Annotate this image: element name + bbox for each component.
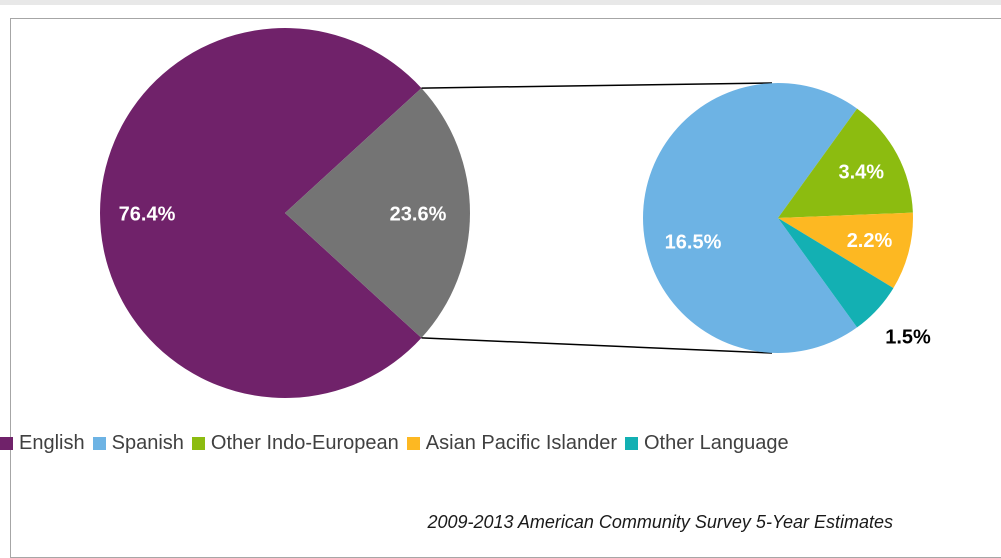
legend-swatch <box>625 436 638 450</box>
pie-slice-other-indo-european <box>778 108 913 218</box>
top-strip <box>0 0 1001 5</box>
legend-label: Asian Pacific Islander <box>425 431 617 454</box>
data-label-asian-pacific-islander: 2.2% <box>847 230 893 252</box>
legend-label: English <box>19 431 85 454</box>
legend-swatch <box>92 436 106 450</box>
data-label-english: 76.4% <box>119 203 176 225</box>
data-label-other: 23.6% <box>390 203 447 225</box>
pie-slice-english <box>100 28 422 399</box>
pie-slice-other-language <box>778 218 894 328</box>
data-label-spanish: 16.5% <box>665 231 722 253</box>
legend-item-english: English <box>0 432 85 455</box>
legend-label: Other Indo-European <box>210 431 399 454</box>
connector-line <box>421 82 773 89</box>
pie-slice-spanish <box>642 83 858 353</box>
pie-slice-asian-pacific-islander <box>778 212 913 289</box>
legend-item-asian-pacific-islander: Asian Pacific Islander <box>406 431 617 455</box>
connector-lines <box>421 82 773 354</box>
data-labels: 76.4% 23.6% 16.5% 3.4% 2.2% 1.5% <box>119 162 931 349</box>
legend-label: Other Language <box>644 431 789 454</box>
legend-label: Spanish <box>111 431 184 454</box>
primary-pie <box>100 28 470 399</box>
legend-item-other-indo-european: Other Indo-European <box>191 431 399 455</box>
data-label-other-indo-european: 3.4% <box>838 162 884 184</box>
connector-line <box>421 337 773 354</box>
legend-item-other-language: Other Language <box>625 432 789 455</box>
pie-of-pie-chart: 76.4% 23.6% 16.5% 3.4% 2.2% 1.5% <box>100 28 931 399</box>
source-note: 2009-2013 American Community Survey 5-Ye… <box>427 512 893 532</box>
legend-swatch <box>191 436 205 450</box>
legend-swatch <box>0 436 13 450</box>
secondary-pie <box>642 83 913 353</box>
pie-slice-other <box>285 88 470 338</box>
legend-item-spanish: Spanish <box>92 431 184 455</box>
data-label-other-language: 1.5% <box>885 326 931 348</box>
legend-swatch <box>406 436 420 450</box>
legend: English Spanish Other Indo-European Asia… <box>0 428 797 458</box>
